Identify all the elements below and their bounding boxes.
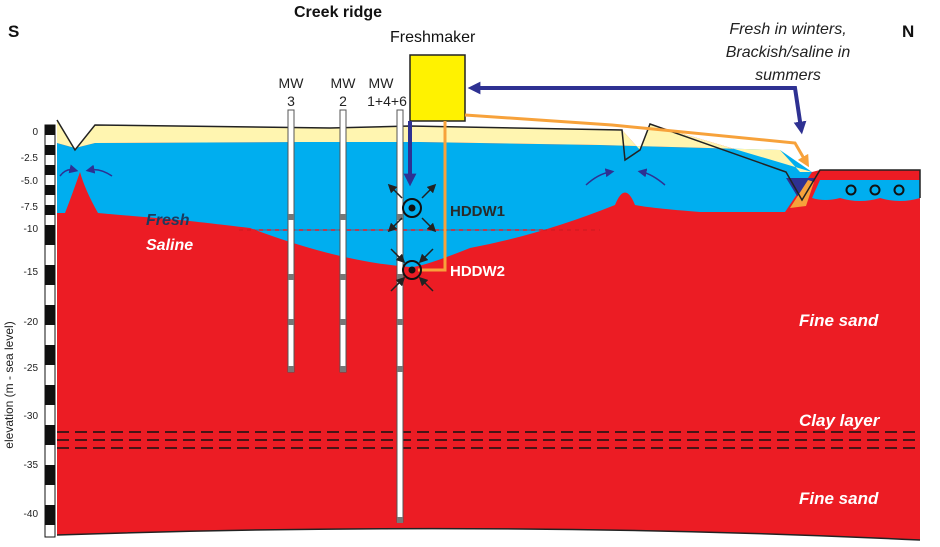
north-label: N [902,22,914,41]
tick-7-5: -7.5 [21,202,39,213]
freshmaker-pipe [418,121,447,272]
clay-layer-label: Clay layer [799,411,881,430]
monitoring-well-mw3 [287,109,295,373]
axis-label: elevation (m - sea level) [2,321,16,448]
tick-35: -35 [24,460,39,471]
mw1-label-line2: 1+4+6 [367,93,407,109]
ditch-orange [790,180,814,208]
tick-20: -20 [24,317,39,328]
mw1-label-line1: MW [369,75,395,91]
annotation-line-1: Fresh in winters, [729,21,846,38]
annotation-line-2: Brackish/saline in [726,44,851,61]
lens-flow-arrows [59,164,666,186]
fresh-water-lens [57,142,812,268]
mw2-label-line2: 2 [339,93,347,109]
tick-10: -10 [24,224,39,235]
fresh-label: Fresh [146,212,190,229]
tick-0: 0 [32,127,38,138]
tick-5-0: -5.0 [21,176,39,187]
creek-water [812,180,920,201]
hddw2-label: HDDW2 [450,263,505,280]
hddw2-symbol [390,248,434,292]
tick-25: -25 [24,363,39,374]
blue-exchange-arrow [467,81,807,135]
fine-sand-lower-label: Fine sand [799,489,879,508]
mw3-label-line1: MW [279,75,305,91]
south-label: S [8,22,19,41]
creek-circles [845,184,905,196]
ground-surface-line [56,119,921,202]
well-labels: MW 3 MW 2 MW 1+4+6 [279,75,408,109]
saline-label: Saline [146,237,193,254]
section-bottom-line [56,527,921,541]
mw2-label-line1: MW [331,75,357,91]
seasonal-annotation: Fresh in winters, Brackish/saline in sum… [726,21,851,84]
tick-2-5: -2.5 [21,153,39,164]
monitoring-well-mw2 [339,109,347,373]
fine-sand-upper-label: Fine sand [799,311,879,330]
freshmaker-label: Freshmaker [390,29,476,46]
monitoring-well-mw1-4-6 [396,109,404,523]
annotation-line-3: summers [755,67,821,84]
hddw1-label: HDDW1 [450,203,505,220]
mw3-label-line2: 3 [287,93,295,109]
creek-ridge-title: Creek ridge [294,4,382,21]
tick-30: -30 [24,411,39,422]
hddw1-symbol [387,183,437,233]
tick-15: -15 [24,267,39,278]
axis-tick-labels: 0 -2.5 -5.0 -7.5 -10 -15 -20 -25 -30 -35… [21,127,39,520]
tick-40: -40 [24,509,39,520]
elevation-scale-bar [44,124,56,538]
freshmaker-box [409,54,466,122]
